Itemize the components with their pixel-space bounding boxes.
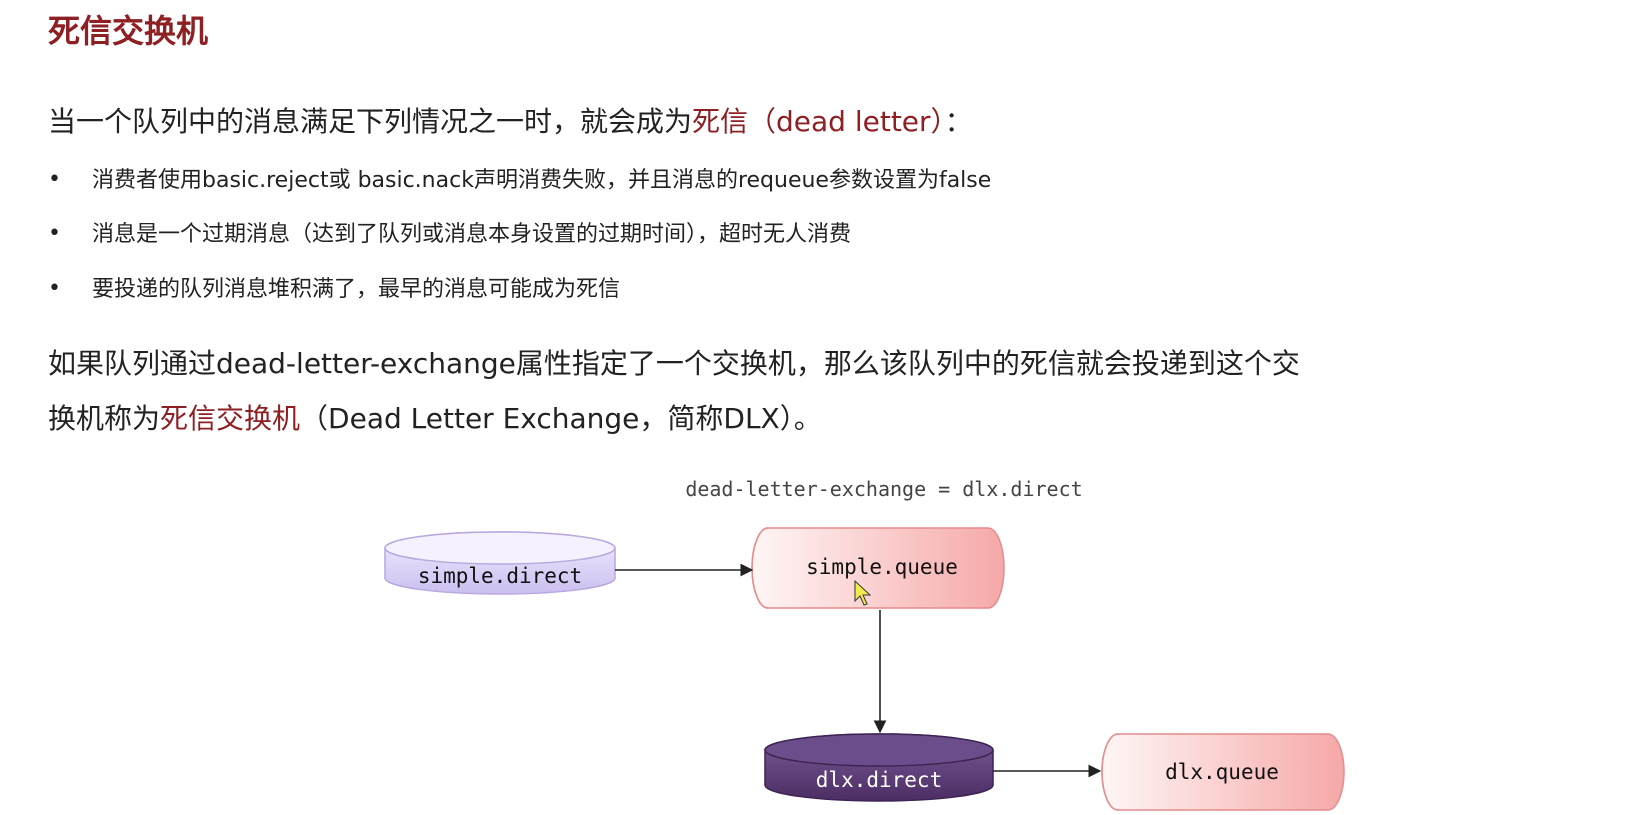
intro-after: ：: [944, 105, 973, 138]
dlx-annotation: dead-letter-exchange = dlx.direct: [685, 477, 1082, 501]
paragraph-line-2-before: 换机称为: [48, 402, 161, 435]
condition-list: 消费者使用basic.reject或 basic.nack声明消费失败，并且消息…: [48, 167, 991, 331]
simple-queue[interactable]: simple.queue: [751, 527, 1005, 609]
paragraph-line-1: 如果队列通过dead-letter-exchange属性指定了一个交换机，那么该…: [48, 347, 1300, 380]
intro-highlight: 死信（dead letter）: [692, 105, 945, 138]
simple-queue-label: simple.queue: [806, 555, 958, 579]
page-title: 死信交换机: [48, 12, 209, 50]
paragraph-line-2: 换机称为死信交换机（Dead Letter Exchange，简称DLX）。: [48, 391, 1608, 446]
intro-before: 当一个队列中的消息满足下列情况之一时，就会成为: [48, 105, 693, 138]
simple-direct-exchange[interactable]: simple.direct: [384, 531, 616, 595]
list-item: 消息是一个过期消息（达到了队列或消息本身设置的过期时间），超时无人消费: [48, 221, 991, 248]
dlx-direct-exchange[interactable]: dlx.direct: [764, 733, 994, 802]
dlx-queue-label: dlx.queue: [1165, 760, 1279, 784]
dlx-queue[interactable]: dlx.queue: [1101, 733, 1345, 811]
intro-text: 当一个队列中的消息满足下列情况之一时，就会成为死信（dead letter）：: [48, 104, 973, 139]
paragraph-highlight: 死信交换机: [160, 402, 301, 435]
list-item: 要投递的队列消息堆积满了，最早的消息可能成为死信: [48, 276, 991, 303]
dlx-direct-label: dlx.direct: [816, 768, 942, 792]
dlx-paragraph: 如果队列通过dead-letter-exchange属性指定了一个交换机，那么该…: [48, 336, 1608, 446]
list-item: 消费者使用basic.reject或 basic.nack声明消费失败，并且消息…: [48, 167, 991, 194]
simple-direct-label: simple.direct: [418, 564, 582, 588]
paragraph-line-2-after: （Dead Letter Exchange，简称DLX）。: [300, 402, 822, 435]
